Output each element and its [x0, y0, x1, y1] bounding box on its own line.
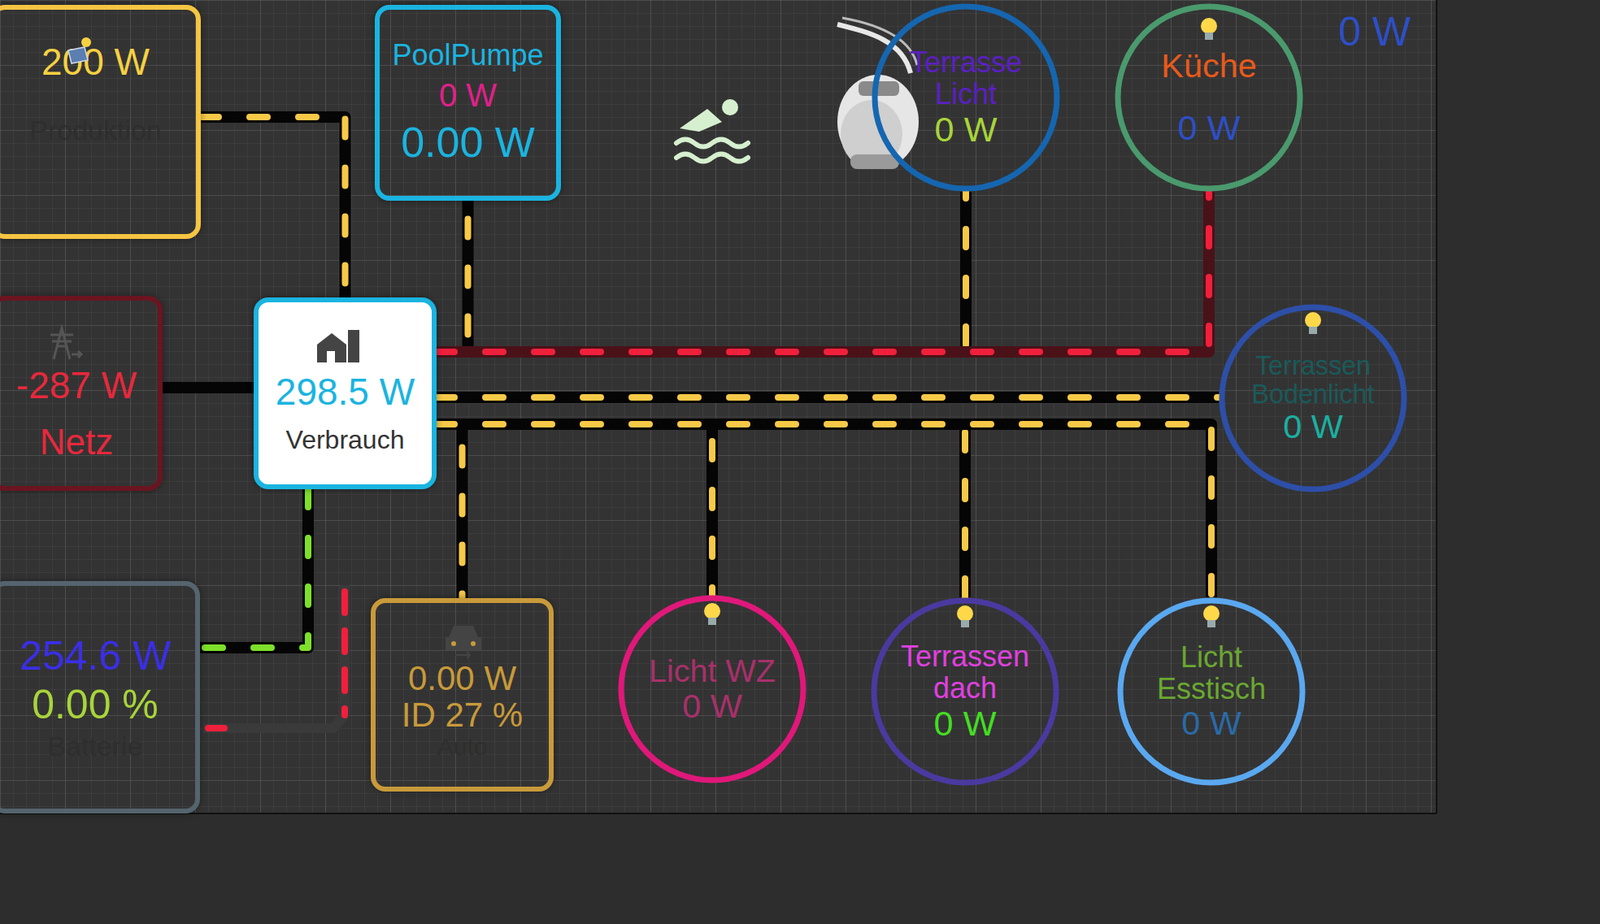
title-text: Netz [39, 422, 114, 462]
flow-dashes [436, 191, 1209, 353]
text-stack: 0.00 WID 27 %Auto [375, 603, 549, 787]
power-connector [162, 387, 254, 389]
connector-line [436, 200, 469, 353]
connector-line [436, 424, 1212, 598]
text-stack: 254.6 W0.00 % Batterie [0, 586, 196, 809]
connector-line [436, 424, 713, 596]
connector-line [436, 191, 966, 353]
value-text: 0 W [1181, 705, 1242, 743]
value-text: -287 W [16, 365, 137, 407]
text-stack: Terrassen Bodenlicht0 W [1218, 304, 1408, 493]
power-connector [436, 424, 713, 596]
energy-box: 254.6 W0.00 % Batterie [0, 581, 200, 814]
pool-robot [837, 17, 919, 170]
text-stack: -287 W Netz [0, 300, 158, 487]
title-text: Licht WZ [648, 653, 776, 689]
title-text: Auto [437, 734, 488, 761]
flow-dashes [436, 424, 966, 598]
consumer-circle: Licht Esstisch0 W [1117, 597, 1306, 787]
text-stack: PoolPumpe 0 W 0.00 W [379, 9, 557, 196]
title-text: PoolPumpe [391, 39, 544, 72]
connector-line [162, 382, 254, 394]
consumer-circle: Terrasse Licht0 W [871, 3, 1061, 192]
value-text: 0.00 W [400, 119, 535, 166]
connector-line [200, 117, 346, 298]
energy-box: PoolPumpe 0 W 0.00 W [374, 4, 561, 201]
flow-dashes [436, 394, 1219, 401]
power-connector [436, 191, 966, 353]
value-text: 0.00 % [31, 682, 159, 727]
circle-outline [1114, 3, 1304, 192]
power-connector [436, 424, 1212, 598]
value-text: 298.5 W [275, 372, 415, 414]
value-text: 0 W [1282, 408, 1344, 446]
value-text: ID 27 % [401, 696, 523, 734]
value-text: 0 W [682, 688, 743, 726]
title-text: Licht Esstisch [1132, 642, 1292, 706]
consumer-circle: Terrassen dach0 W [870, 597, 1060, 787]
total-label: 0 W [1338, 9, 1411, 55]
connector-line [436, 424, 463, 599]
power-connector [436, 191, 1209, 353]
text-stack: Terrassen dach0 W [870, 597, 1060, 787]
text-stack: Licht Esstisch0 W [1117, 597, 1306, 787]
energy-box: 0.00 WID 27 %Auto [370, 598, 554, 792]
grid-icon [50, 328, 82, 360]
value-text: 0 W [934, 110, 998, 149]
title-text: Verbrauch [286, 426, 405, 455]
connector-line [436, 391, 1219, 404]
text-stack: 200 W Produktion [0, 9, 196, 235]
energy-box: 298.5 W Verbrauch [253, 297, 437, 490]
power-connector [436, 424, 463, 599]
title-text: Küche [1160, 47, 1257, 85]
connector-line [200, 489, 309, 648]
value-text: 0 W [1178, 108, 1241, 148]
flow-dashes [436, 424, 713, 596]
title-text: Produktion [29, 115, 162, 146]
pool-icon [676, 99, 748, 162]
connector-line [436, 191, 1209, 353]
power-connector [436, 397, 1219, 399]
title-text: Terrassen Bodenlicht [1234, 352, 1393, 409]
flow-dashes [436, 191, 966, 353]
value-text: 0 W [934, 704, 997, 744]
car-icon [445, 626, 482, 659]
energy-box: 200 W Produktion [0, 4, 201, 240]
text-stack: Terrasse Licht0 W [871, 3, 1061, 192]
power-connector [200, 489, 309, 648]
consumer-circle: Küche 0 W [1114, 3, 1304, 192]
flow-dashes [436, 200, 469, 353]
power-connector [436, 424, 966, 598]
value-text: 0 W [439, 78, 497, 114]
power-connector [436, 200, 469, 353]
title-text: Terrassen dach [886, 641, 1045, 705]
value-text: 254.6 W [19, 634, 171, 679]
text-stack: 298.5 W Verbrauch [258, 302, 432, 485]
value-text: 200 W [41, 42, 150, 83]
text-stack: Licht WZ0 W [617, 595, 807, 784]
text-stack: Küche 0 W [1114, 3, 1304, 192]
title-text: Terrasse Licht [886, 47, 1046, 111]
energy-box: -287 W Netz [0, 295, 163, 492]
title-text: Batterie [47, 731, 143, 762]
consumer-circle: Terrassen Bodenlicht0 W [1218, 304, 1408, 493]
flow-dashes [200, 117, 346, 298]
flow-dashes [436, 424, 1212, 598]
bulb-icons [704, 17, 1322, 628]
consumer-circle: Licht WZ0 W [617, 595, 807, 784]
value-text: 0.00 W [408, 660, 517, 697]
flow-dashes [436, 424, 463, 599]
flow-dashes [200, 489, 309, 648]
connector-line [436, 424, 966, 598]
power-connector [200, 117, 346, 298]
